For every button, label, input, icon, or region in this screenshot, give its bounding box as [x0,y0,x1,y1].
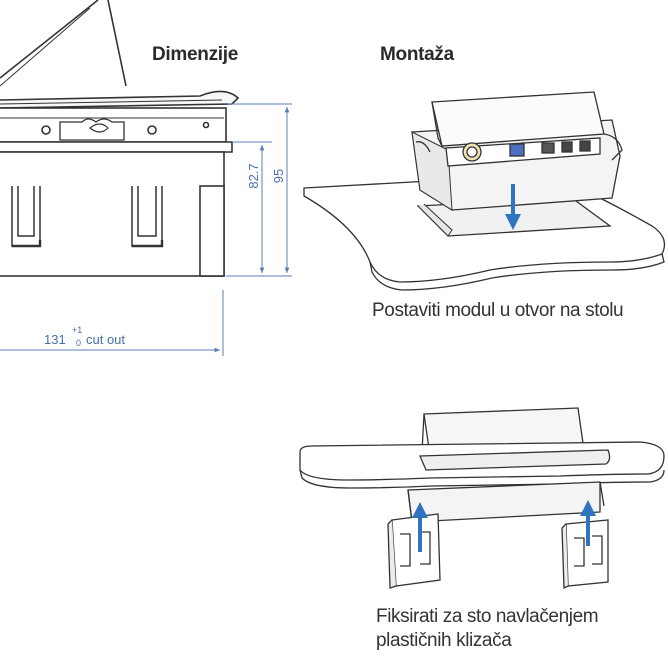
network-socket-icon [509,143,525,157]
dimension-lines [0,103,292,356]
step1-caption: Postaviti modul u otvor na stolu [372,300,624,321]
dimensions-header: Dimenzije [152,44,238,65]
slider-clip-right [131,186,164,248]
mounting-header: Montaža [380,44,454,65]
dim-label-82-7: 82.7 [246,163,261,188]
module-rim [419,449,611,471]
cutout-tol-upper: +1 [72,325,82,335]
step2-caption-line2: plastičnih klizača [376,630,512,651]
central-latch [59,118,125,141]
cutout-tol-lower: 0 [76,338,81,348]
side-block [199,185,225,277]
flange [0,141,233,153]
slider-clip-right-3d [561,519,609,590]
slide-up-arrow-left-icon [412,502,428,552]
slider-clip-left [11,186,42,248]
slide-up-arrow-right-icon [580,500,596,546]
main-body [0,151,225,277]
step1-illustration [303,91,666,291]
screw-right [147,125,157,135]
cutout-value: 131 [44,332,66,347]
slider-clip-left-3d [387,513,441,589]
dim-label-95: 95 [271,169,286,183]
step2-illustration [299,407,665,590]
upper-housing [0,107,227,143]
cutout-suffix: cut out [86,332,125,347]
data-socket-icon [541,142,555,154]
side-view-drawing [0,0,240,277]
lid-panel [0,0,127,87]
step2-caption-line1: Fiksirati za sto navlačenjem [376,606,599,627]
screw-far-right [202,121,210,129]
top-rim [0,90,240,109]
screw-left [41,125,51,135]
insert-arrow-icon [505,184,521,230]
